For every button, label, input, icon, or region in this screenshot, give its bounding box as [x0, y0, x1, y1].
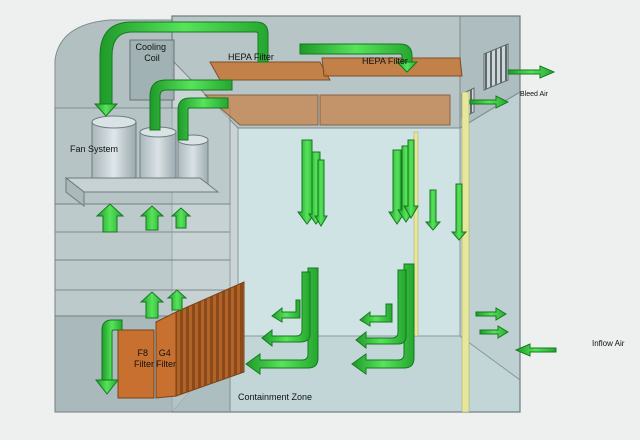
fan-system-label: Fan System: [70, 144, 118, 154]
inflow-air-label: Inflow Air: [592, 339, 625, 348]
hepa-filters: [203, 57, 463, 126]
prefilters: [117, 281, 245, 399]
supply-duct-arrowhead: [93, 103, 119, 117]
hepa-filter-label-2: HEPA Filter: [362, 56, 408, 66]
fan-system: [64, 115, 220, 208]
inflow-air-arrow: [514, 343, 557, 357]
hepa-filter-label-1: HEPA Filter: [228, 52, 274, 62]
up-arrow: [95, 203, 125, 233]
cooling-coil-label: Cooling Coil: [135, 42, 168, 63]
airflow-arrows: [93, 21, 557, 395]
bleed-air-label: Bleed Air: [520, 91, 549, 98]
bleed-air-arrow: [507, 65, 556, 79]
inflow-stripes: [413, 91, 470, 413]
supply-duct-arrow: [99, 21, 269, 109]
g4-filter-label: G4 Filter: [156, 348, 176, 369]
f8-filter-label: F8 Filter: [134, 348, 154, 369]
containment-zone-label: Containment Zone: [238, 392, 312, 402]
labels: Cooling Coil HEPA Filter HEPA Filter Ble…: [70, 42, 625, 402]
